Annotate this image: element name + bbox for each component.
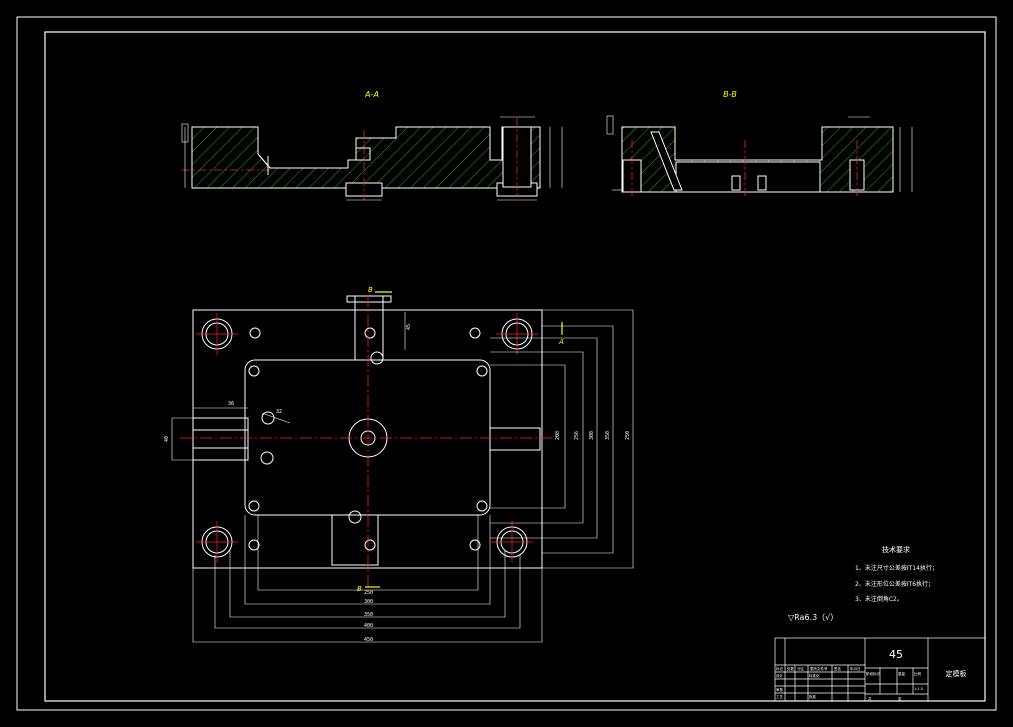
- title-row-labels-3: 更改文件号: [810, 666, 828, 671]
- section-bb: B-B: [606, 90, 913, 198]
- dim-40: 40: [164, 436, 170, 442]
- outer-frame: [16, 16, 997, 711]
- section-bb-title: B-B: [723, 90, 737, 99]
- dim-450: 450: [364, 637, 373, 643]
- dim-32: 32: [276, 409, 282, 415]
- dim-lines-bottom: [192, 515, 543, 643]
- screw-holes: [248, 327, 488, 551]
- slot-left: [192, 417, 249, 461]
- title-check: 审核: [776, 687, 784, 692]
- title-process: 工艺: [776, 694, 784, 699]
- dim-lines-right: [490, 309, 634, 569]
- cavity-outline: [244, 359, 491, 516]
- tech-req-item-1: 1、未注尺寸公差按IT14执行；: [855, 564, 938, 572]
- title-approve: 批准: [809, 694, 817, 699]
- title-row-labels-5: 年月日: [850, 666, 861, 671]
- marker-b-bottom: B: [357, 585, 362, 593]
- title-sheet: 共: [868, 696, 872, 701]
- title-stage-mark: 阶段标记: [866, 671, 880, 676]
- inner-frame: [44, 31, 986, 702]
- dim-250: 250: [364, 590, 373, 596]
- marker-a-right: A: [558, 338, 564, 346]
- title-page: 张: [898, 696, 902, 701]
- section-bb-cavity: [675, 161, 821, 193]
- dim-250-v: 250: [625, 431, 631, 440]
- title-scale-value: 1:1.5: [914, 687, 923, 691]
- title-row-labels-2: 分区: [797, 666, 805, 671]
- tech-req-title: 技术要求: [882, 545, 910, 554]
- tech-req-item-3: 3、未注倒角C2。: [855, 595, 903, 603]
- title-part-name: 定模板: [946, 669, 967, 678]
- slot-bottom: [331, 514, 379, 566]
- title-row-labels-1: 处数: [787, 666, 795, 671]
- guide-holes: [196, 313, 538, 563]
- dim-36: 36: [228, 401, 234, 407]
- dim-350-v: 350: [605, 431, 611, 440]
- roughness-note: ▽Ra6.3（√）: [788, 613, 838, 622]
- dim-300: 300: [364, 599, 373, 605]
- section-aa-body: [191, 126, 541, 189]
- title-row-labels-0: 标记: [776, 666, 784, 671]
- dim-300-v: 300: [589, 431, 595, 440]
- dim-45: 45: [406, 324, 412, 330]
- plan-view: B B A 250 300 350 400 450 208 256 300 35…: [164, 286, 634, 643]
- slot-right: [489, 427, 541, 451]
- dim-350: 350: [364, 612, 373, 618]
- tech-req-item-2: 2、未注形位公差按IT6执行；: [855, 580, 934, 588]
- title-weight: 重量: [898, 671, 906, 676]
- title-block: [774, 637, 986, 702]
- title-standardize: 标准化: [809, 673, 820, 678]
- dim-256: 256: [574, 431, 580, 440]
- section-bb-angle-pin: [650, 131, 683, 191]
- section-aa: A-A: [181, 90, 563, 201]
- tech-requirements: 技术要求 1、未注尺寸公差按IT14执行； 2、未注形位公差按IT6执行； 3、…: [855, 545, 938, 603]
- title-row-labels-4: 签名: [834, 666, 841, 671]
- dim-400: 400: [364, 623, 373, 629]
- section-aa-title: A-A: [364, 90, 379, 99]
- dim-208: 208: [555, 431, 561, 440]
- title-design: 设计: [776, 673, 784, 678]
- title-material: 45: [889, 648, 903, 661]
- title-scale: 比例: [914, 671, 922, 676]
- marker-b-top: B: [368, 286, 373, 294]
